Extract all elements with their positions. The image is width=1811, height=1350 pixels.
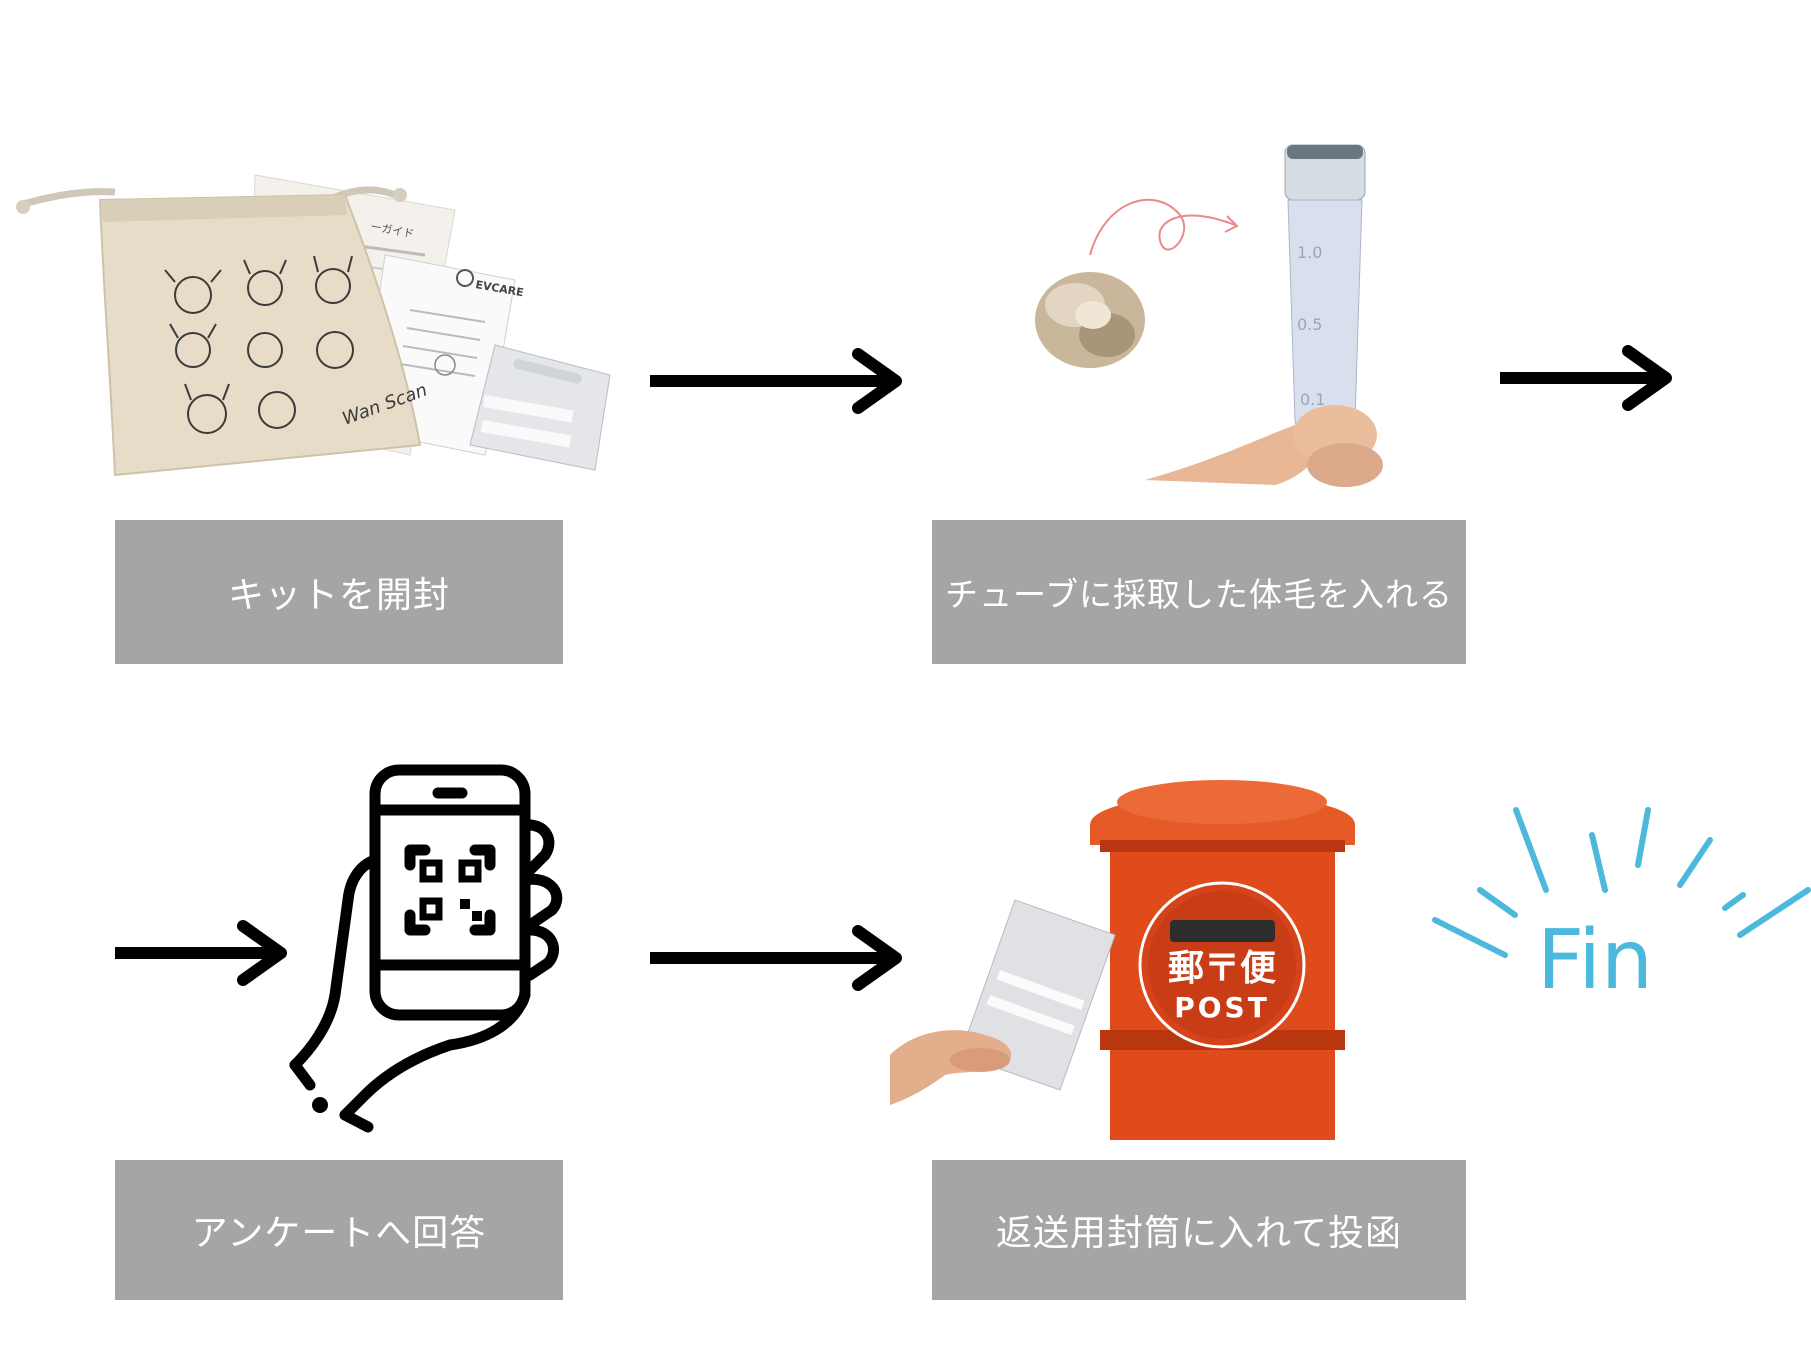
sample-tube: 1.0 0.5 0.1 — [1284, 144, 1366, 449]
step-1-label: キットを開封 — [115, 520, 563, 664]
mailbox-photo: 郵〒便 POST — [885, 770, 1365, 1140]
tube-mark-3: 0.1 — [1300, 390, 1325, 409]
tube-mark-1: 1.0 — [1297, 243, 1322, 262]
hand — [890, 1030, 1012, 1105]
step-4-label: 返送用封筒に入れて投函 — [932, 1160, 1466, 1300]
hair-tube-photo: 1.0 0.5 0.1 — [995, 140, 1395, 487]
hair-tuft — [1035, 272, 1145, 368]
tube-mark-2: 0.5 — [1297, 315, 1322, 334]
phone-qr-icon — [289, 764, 570, 1135]
arrow-right-icon — [650, 925, 910, 991]
kit-bag-photo: ーガイド EVCARE — [15, 170, 611, 480]
step-3-label: アンケートへ回答 — [115, 1160, 563, 1300]
drawstring-bag: Wan Scan — [16, 186, 430, 477]
mailbox-post: POST — [1174, 991, 1270, 1024]
step-1-label-text: キットを開封 — [227, 575, 450, 616]
curl-arrow-icon — [1089, 198, 1239, 256]
fin-burst-icon — [1420, 795, 1811, 1025]
mailbox: 郵〒便 POST — [1090, 780, 1355, 1140]
arrow-right-icon — [650, 348, 910, 414]
zip-bag — [469, 344, 611, 471]
arrow-right-icon — [115, 920, 295, 986]
mailbox-characters: 郵〒便 — [1168, 948, 1277, 989]
step-2-label-text: チューブに採取した体毛を入れる — [944, 575, 1454, 614]
fin-text: Fin — [1537, 913, 1653, 1008]
hand — [1145, 405, 1383, 487]
step-3-label-text: アンケートへ回答 — [191, 1213, 487, 1254]
step-4-label-text: 返送用封筒に入れて投函 — [996, 1213, 1402, 1254]
arrow-right-icon — [1500, 345, 1680, 411]
step-2-label: チューブに採取した体毛を入れる — [932, 520, 1466, 664]
